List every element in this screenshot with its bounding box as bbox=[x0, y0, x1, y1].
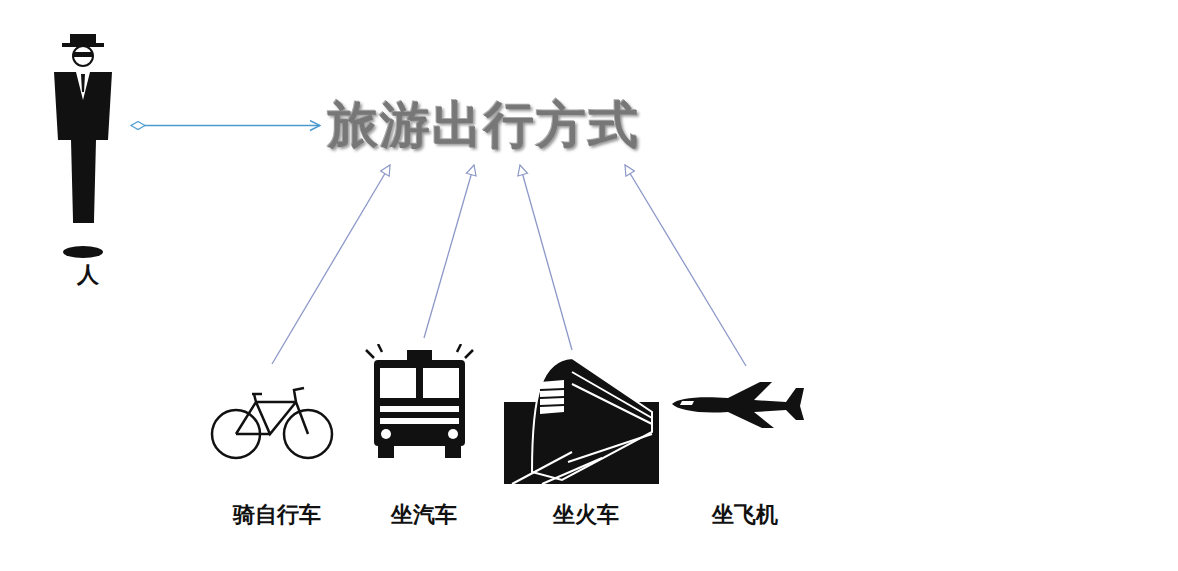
bike-icon bbox=[208, 374, 338, 468]
person-icon bbox=[46, 30, 121, 264]
connector bbox=[520, 165, 572, 350]
connector bbox=[424, 165, 474, 338]
connector bbox=[131, 125, 320, 126]
train-icon bbox=[502, 352, 662, 491]
node-label: 坐汽车 bbox=[362, 500, 485, 530]
person-figure: 人 bbox=[46, 30, 129, 292]
bus-icon bbox=[362, 344, 477, 463]
node-label: 坐火车 bbox=[502, 500, 670, 530]
train-node: 坐火车 bbox=[502, 352, 670, 532]
node-label: 坐飞机 bbox=[668, 500, 821, 530]
title-text: 旅游出行方式 bbox=[322, 88, 646, 163]
bicycle-node: 骑自行车 bbox=[208, 366, 346, 532]
plane-node: 坐飞机 bbox=[668, 368, 821, 532]
node-label: 人 bbox=[46, 260, 129, 290]
connector bbox=[272, 165, 390, 364]
title-text-node: 旅游出行方式 bbox=[322, 88, 646, 163]
plane-icon bbox=[668, 374, 813, 438]
node-label: 骑自行车 bbox=[208, 500, 346, 530]
bus-node: 坐汽车 bbox=[362, 340, 485, 532]
connector bbox=[625, 165, 746, 366]
